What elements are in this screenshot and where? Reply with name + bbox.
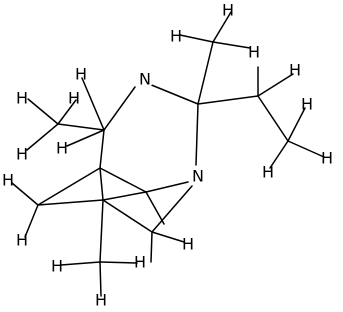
nitrogen-atom: N xyxy=(136,70,154,89)
bond xyxy=(197,95,259,105)
hydrogen-label: H xyxy=(16,89,28,108)
hydrogen-label: H xyxy=(134,253,146,272)
bond xyxy=(212,41,251,49)
bond xyxy=(24,204,39,238)
hydrogen-label: H xyxy=(289,61,301,80)
bond xyxy=(99,261,138,264)
bond xyxy=(195,103,199,166)
bond xyxy=(287,107,306,142)
hydrogen-label: H xyxy=(222,1,234,20)
hydrogen-label: H xyxy=(248,43,260,62)
bond xyxy=(57,99,77,125)
bond xyxy=(99,167,147,193)
hydrogen-label: H xyxy=(16,145,28,164)
bond xyxy=(257,95,289,142)
bond xyxy=(151,185,193,233)
bond xyxy=(60,261,101,266)
bond xyxy=(257,73,294,97)
bond xyxy=(99,261,102,297)
bond xyxy=(179,34,214,43)
bond xyxy=(81,77,105,131)
bond xyxy=(57,123,105,131)
bond xyxy=(99,129,105,169)
nitrogen-label: N xyxy=(192,167,204,186)
bond xyxy=(26,123,59,151)
bond xyxy=(11,182,39,206)
hydrogen-label: H xyxy=(301,95,313,114)
bond xyxy=(102,191,147,201)
bond xyxy=(66,129,105,147)
bond xyxy=(148,83,199,105)
hydrogen-label: H xyxy=(262,163,274,182)
bond xyxy=(27,98,59,125)
hydrogen-label: H xyxy=(182,235,194,254)
bond xyxy=(197,41,214,105)
bond xyxy=(150,231,153,263)
bond xyxy=(99,199,104,263)
bond xyxy=(145,191,165,225)
bond xyxy=(287,140,325,158)
bond xyxy=(103,86,136,131)
bond xyxy=(145,181,189,193)
bond xyxy=(212,11,232,43)
hydrogen-label: H xyxy=(68,89,80,108)
bond xyxy=(151,231,185,243)
hydrogen-label: H xyxy=(170,27,182,46)
bond xyxy=(269,140,289,169)
bond xyxy=(37,199,104,206)
nitrogen-atom: N xyxy=(189,167,207,186)
hydrogen-label: H xyxy=(51,257,63,276)
bond-layer xyxy=(11,11,325,297)
hydrogen-label: H xyxy=(75,65,87,84)
nitrogen-label: N xyxy=(139,70,151,89)
hydrogen-label: H xyxy=(321,149,333,168)
hydrogen-label: H xyxy=(56,139,68,158)
bond xyxy=(102,199,153,233)
bond xyxy=(37,167,101,206)
bond xyxy=(99,167,104,201)
atom-label-layer: N N H H H H H H H H H H H H H H H H H H xyxy=(2,1,333,310)
hydrogen-label: H xyxy=(2,171,14,190)
hydrogen-label: H xyxy=(16,231,28,250)
hydrogen-label: H xyxy=(95,291,107,310)
